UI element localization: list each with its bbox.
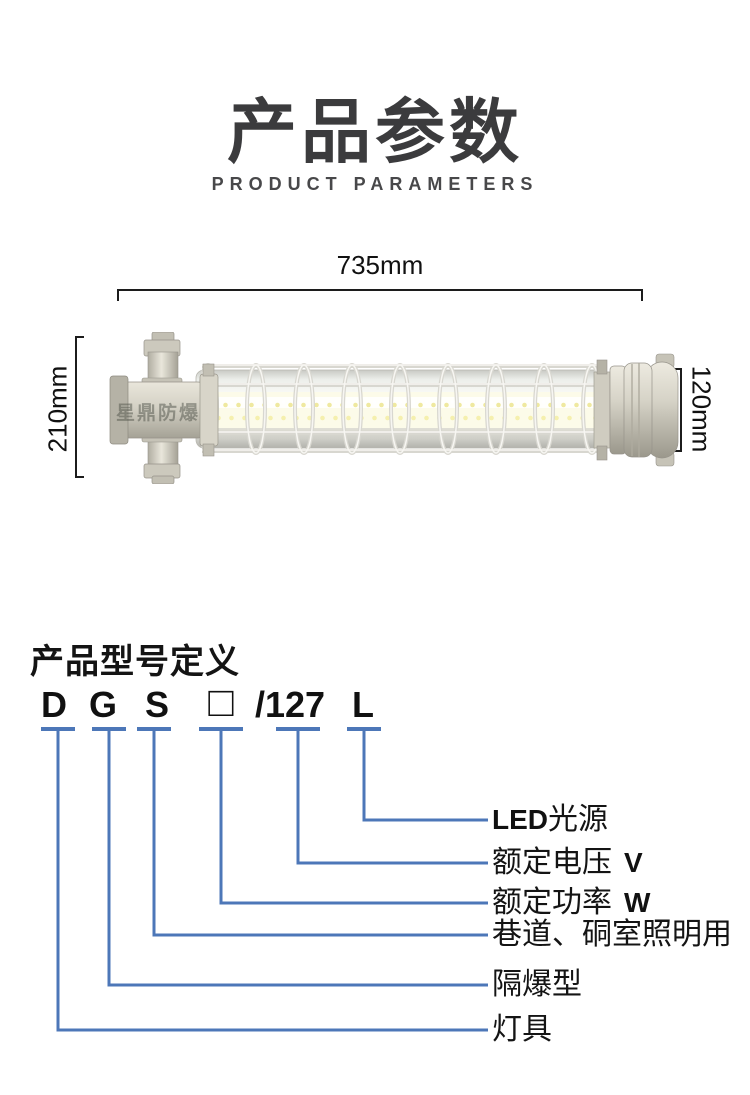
legend-item-rated-voltage: 额定电压 V [492, 846, 643, 880]
legend-prefix: LED [492, 804, 548, 835]
legend-text: 额定功率 [492, 886, 612, 919]
legend-text: 隔爆型 [492, 968, 582, 1001]
left-height-bracket [75, 336, 84, 478]
legend-item-tunnel-use: 巷道、硐室照明用 [492, 918, 744, 952]
code-char-voltage: /127 [254, 684, 326, 725]
code-char-l: L [352, 684, 374, 725]
dimension-height-left-label: 210mm [42, 365, 73, 453]
code-char-power-box: □ [208, 678, 234, 725]
legend-suffix: W [624, 887, 651, 918]
code-char-g: G [88, 684, 118, 725]
brand-watermark: 星鼎防爆 [116, 401, 200, 424]
page-title: 产品参数 [227, 93, 523, 171]
junction-box: 星鼎防爆 [109, 332, 219, 484]
connector-line-d [56, 731, 488, 1032]
legend-text: 光源 [548, 803, 608, 836]
end-cap [593, 353, 679, 467]
connector-line-voltage [296, 731, 488, 865]
dimension-width-label: 735mm [336, 250, 424, 280]
product-photo: 星鼎防爆 [109, 332, 679, 484]
connector-line-g [107, 731, 488, 987]
page-subtitle: PRODUCT PARAMETERS [211, 174, 539, 194]
code-char-s: S [144, 684, 170, 725]
legend-text: 巷道、硐室照明用 [492, 918, 732, 951]
legend-text: 额定电压 [492, 846, 612, 879]
lamp-tube [195, 369, 603, 449]
model-connector-lines [41, 727, 488, 1032]
code-char-d: D [41, 684, 67, 725]
model-definition-heading: 产品型号定义 [30, 644, 240, 681]
top-width-bracket [117, 289, 643, 301]
dimension-height-right-label: 120mm [686, 365, 717, 453]
legend-text: 灯具 [492, 1013, 552, 1046]
connector-line-l [362, 731, 488, 822]
legend-item-rated-power: 额定功率 W [492, 886, 650, 920]
legend-suffix: V [624, 847, 643, 878]
connector-line-s [152, 731, 488, 937]
legend-item-luminaire: 灯具 [492, 1013, 564, 1047]
legend-item-flameproof: 隔爆型 [492, 968, 594, 1002]
connector-line-power [219, 731, 488, 905]
legend-item-led-source: LED光源 [492, 803, 620, 837]
